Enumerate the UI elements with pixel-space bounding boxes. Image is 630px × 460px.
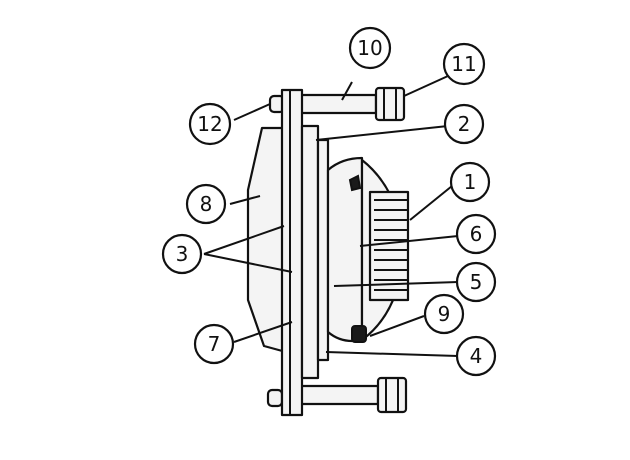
- small-fitting: [351, 325, 367, 343]
- leader-3a: [203, 225, 285, 255]
- leader-2: [315, 125, 449, 141]
- svg-text:12: 12: [197, 112, 222, 136]
- flange-ring: [316, 138, 330, 362]
- svg-text:4: 4: [470, 344, 483, 368]
- svg-text:8: 8: [200, 192, 213, 216]
- callout-11: 11: [442, 42, 486, 86]
- callout-7: 7: [193, 323, 235, 365]
- leader-1: [409, 185, 453, 221]
- leader-10: [341, 81, 353, 101]
- leader-5: [333, 281, 459, 287]
- leader-12: [233, 103, 271, 121]
- upper-fitting: [348, 174, 362, 192]
- main-plate: [280, 88, 304, 417]
- callout-12: 12: [188, 102, 232, 146]
- leader-6: [359, 235, 459, 247]
- svg-text:1: 1: [464, 170, 477, 194]
- bottom-bolt: [298, 376, 408, 414]
- leader-9: [369, 315, 425, 337]
- threaded-end: [368, 190, 410, 302]
- callout-8: 8: [185, 183, 227, 225]
- callout-5: 5: [455, 261, 497, 303]
- svg-text:9: 9: [438, 302, 451, 326]
- leader-3b: [203, 253, 293, 273]
- callout-10: 10: [348, 26, 392, 70]
- top-bolt: [298, 86, 406, 122]
- leader-11: [403, 75, 449, 97]
- bottom-nut: [266, 388, 284, 408]
- callout-6: 6: [455, 213, 497, 255]
- leader-7: [233, 321, 293, 343]
- flange-plate: [300, 124, 320, 380]
- svg-text:3: 3: [176, 242, 189, 266]
- svg-text:2: 2: [458, 112, 471, 136]
- callout-2: 2: [443, 103, 485, 145]
- callout-9: 9: [423, 293, 465, 335]
- svg-text:11: 11: [451, 52, 476, 76]
- svg-text:6: 6: [470, 222, 483, 246]
- callout-4: 4: [455, 335, 497, 377]
- leader-4: [325, 351, 459, 357]
- rear-housing: [246, 126, 288, 354]
- svg-text:10: 10: [357, 36, 382, 60]
- callout-1: 1: [449, 161, 491, 203]
- svg-text:5: 5: [470, 270, 483, 294]
- svg-text:7: 7: [208, 332, 221, 356]
- callout-3: 3: [161, 233, 203, 275]
- leader-8: [229, 195, 261, 205]
